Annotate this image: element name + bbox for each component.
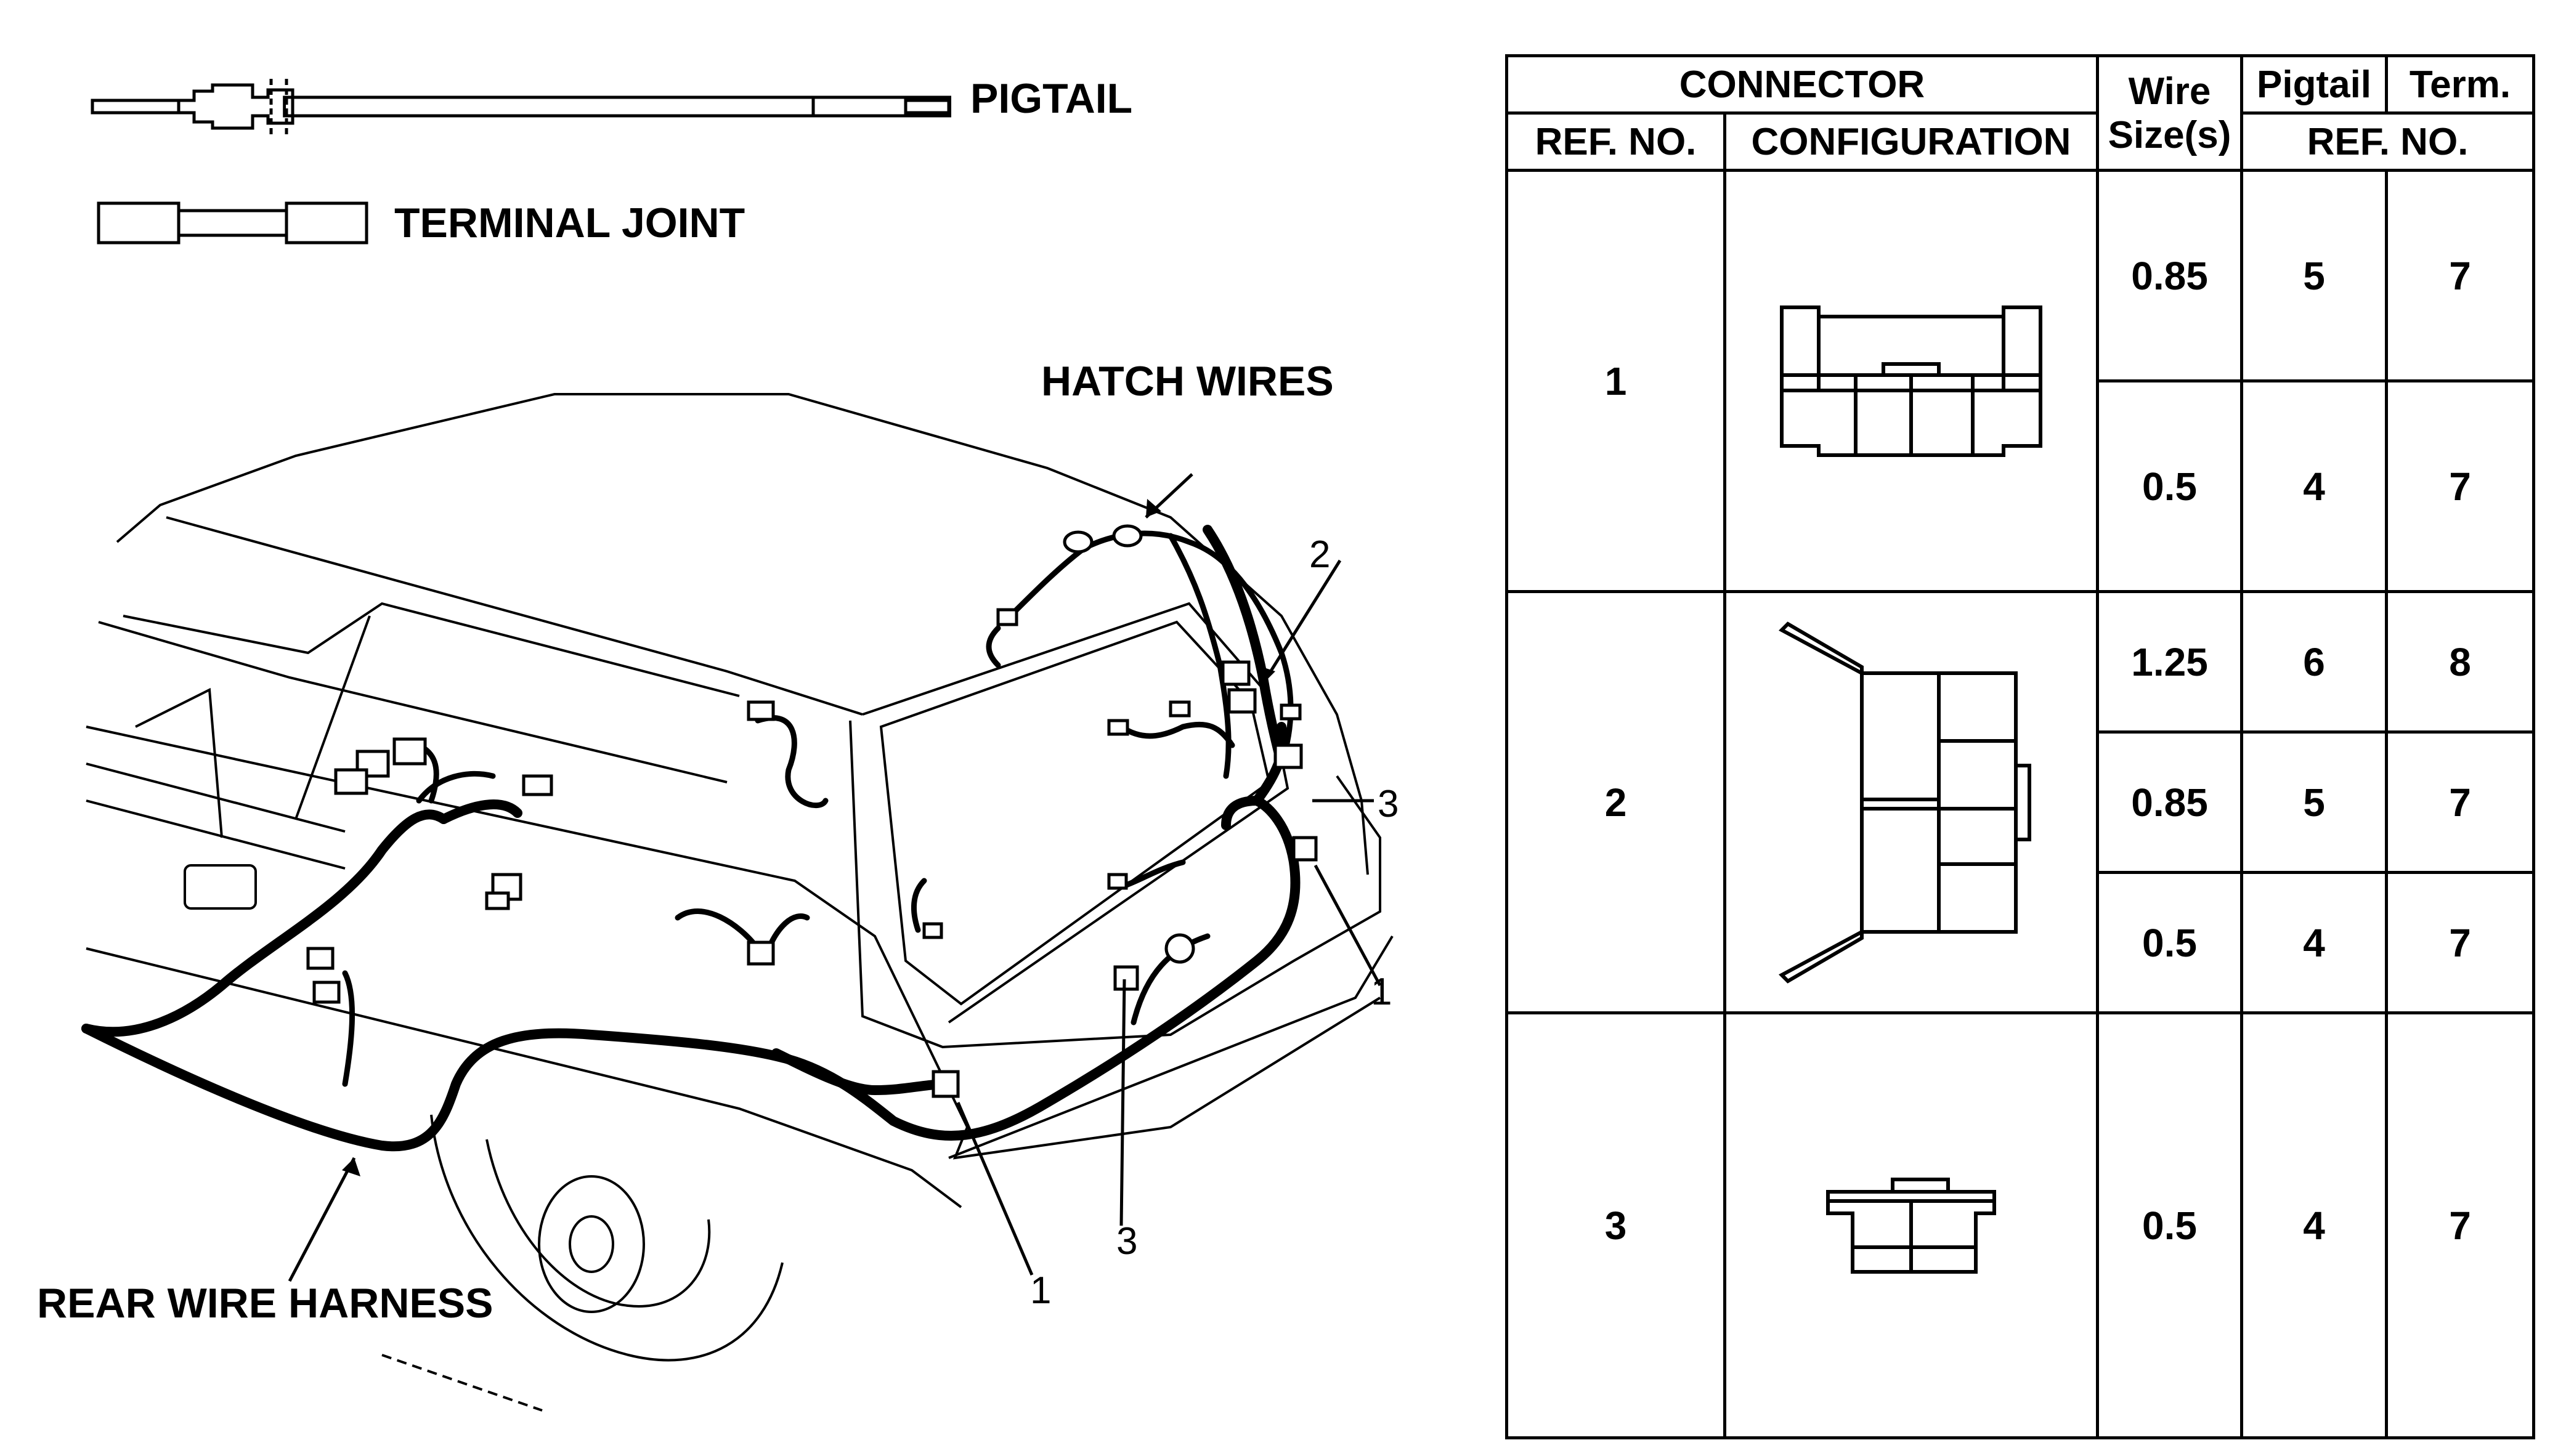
pigtail-ref-cell: 4 — [2240, 1011, 2388, 1439]
connector-1-icon — [1780, 305, 2042, 457]
term-ref-cell: 7 — [2385, 379, 2535, 593]
term-ref-cell: 7 — [2385, 871, 2535, 1014]
table-row: 0.5 4 7 — [1507, 871, 2535, 1014]
table-row: 0.85 5 7 — [1507, 730, 2535, 874]
wire-size-cell: 1.25 — [2096, 590, 2243, 734]
header-ref-no-2: REF. NO. — [2240, 111, 2535, 172]
header-connector: CONNECTOR — [1505, 54, 2099, 115]
vehicle-harness-drawing — [81, 393, 1394, 1412]
wire-size-cell: 0.85 — [2096, 730, 2243, 874]
configuration-cell — [1723, 590, 2099, 1014]
configuration-cell — [1723, 1011, 2099, 1439]
header-configuration: CONFIGURATION — [1723, 111, 2099, 172]
ref-no-cell: 3 — [1505, 1011, 1726, 1439]
arrowheads — [342, 499, 1275, 1176]
wire-size-cell: 0.85 — [2096, 169, 2243, 382]
table-row: 3 0.5 4 7 — [1505, 1011, 2535, 1439]
term-ref-cell: 7 — [2385, 1011, 2535, 1439]
header-term: Term. — [2385, 54, 2535, 115]
rear-wire-harness — [81, 525, 1301, 1152]
wire-size-cell: 0.5 — [2096, 871, 2243, 1014]
harness-connectors — [306, 524, 1318, 1098]
table-row: 0.5 4 7 — [1507, 379, 2535, 593]
wire-size-cell: 0.5 — [2096, 1011, 2243, 1439]
ref-no-cell: 1 — [1505, 169, 1726, 593]
pigtail-ref-cell: 5 — [2240, 730, 2388, 874]
header-ref-no: REF. NO. — [1505, 111, 1726, 172]
configuration-cell — [1723, 169, 2099, 593]
callout-3-right: 3 — [1378, 783, 1399, 825]
ref-no-cell: 2 — [1505, 590, 1726, 1014]
term-ref-cell: 7 — [2385, 730, 2535, 874]
pigtail-ref-cell: 6 — [2240, 590, 2388, 734]
term-ref-cell: 8 — [2385, 590, 2535, 734]
pigtail-ref-cell: 4 — [2240, 379, 2388, 593]
table-row: 2 1.25 — [1505, 590, 2535, 1014]
pigtail-label: PIGTAIL — [970, 75, 1133, 122]
callout-3-bottom: 3 — [1116, 1220, 1138, 1263]
term-ref-cell: 7 — [2385, 169, 2535, 382]
rear-wire-harness-label: REAR WIRE HARNESS — [37, 1280, 493, 1327]
callout-1-right: 1 — [1371, 971, 1392, 1013]
leader-lines — [288, 473, 1382, 1282]
wire-size-cell: 0.5 — [2096, 379, 2243, 593]
table-row: 1 0.85 5 7 — [1505, 169, 2535, 593]
pigtail-icon — [91, 79, 952, 134]
connector-3-icon — [1826, 1177, 1996, 1274]
pigtail-ref-cell: 5 — [2240, 169, 2388, 382]
table-header-row-2: REF. NO. CONFIGURATION REF. NO. — [1505, 111, 2535, 172]
header-pigtail: Pigtail — [2240, 54, 2388, 115]
terminal-joint-label: TERMINAL JOINT — [394, 200, 745, 246]
terminal-joint-icon — [97, 201, 368, 245]
hatch-wires-label: HATCH WIRES — [1041, 358, 1334, 405]
callout-2: 2 — [1309, 533, 1331, 576]
connector-2-icon — [1779, 621, 2031, 984]
callout-1-bottom: 1 — [1030, 1269, 1052, 1312]
pigtail-ref-cell: 4 — [2240, 871, 2388, 1014]
